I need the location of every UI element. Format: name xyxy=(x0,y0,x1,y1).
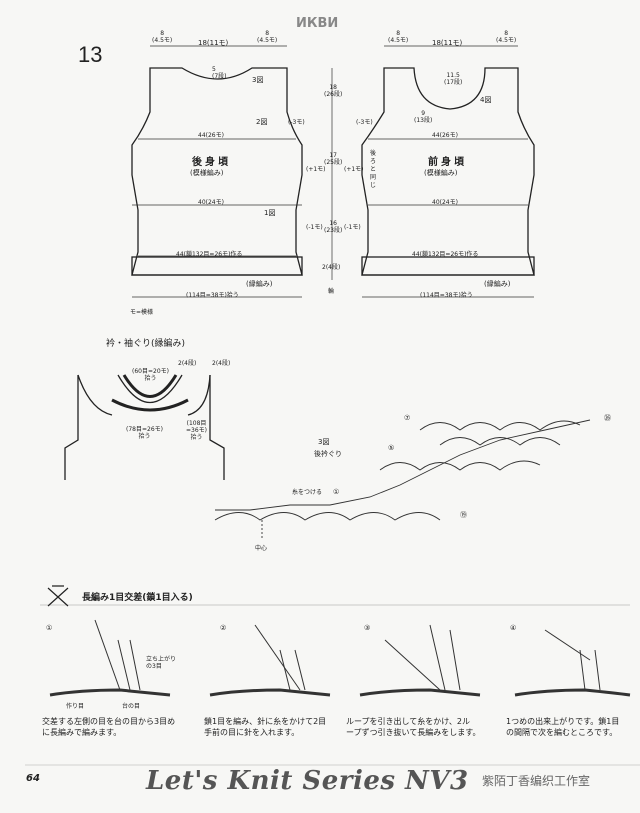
back-bodice-name: 後身頃 xyxy=(192,157,231,168)
front-neck-depth: 11.5 (17段) xyxy=(444,72,463,86)
header-watermark: ИКВИ xyxy=(296,16,339,31)
credit-watermark: 紫陌丁香编织工作室 xyxy=(482,774,591,788)
back-bodice-outline xyxy=(131,67,303,276)
front-top-right-dim: 8 (4.5モ) xyxy=(496,30,517,44)
back-width44: 44(26モ) xyxy=(198,132,224,139)
neck-rows-a: 2(4段) xyxy=(178,360,197,367)
front-bodice-stitch: (模様編み) xyxy=(424,169,458,177)
step3-text: ループを引き出して糸をかけ、2ル ープずつ引き抜いて長編みをします。 xyxy=(346,717,481,737)
front-dec3: (-3モ) xyxy=(356,119,373,126)
back-base-chain: 44(鎖132目=26モ)作る xyxy=(176,251,243,258)
front-ref-back: 後ろと同じ xyxy=(370,150,377,189)
back-plus1: (+1モ) xyxy=(306,166,326,173)
back-dec3: (-3モ) xyxy=(288,119,305,126)
front-fig4-ref: 4図 xyxy=(480,96,492,104)
step1-text: 交差する左側の目を台の目から3目め に長編みで編みます。 xyxy=(42,717,176,737)
crossed-dc-symbol-icon xyxy=(44,584,72,610)
back-neck-pickup: (78目=26モ) 拾う xyxy=(126,426,163,440)
front-width40: 40(24モ) xyxy=(432,199,458,206)
step4-num: ④ xyxy=(510,624,517,632)
front-edging-label: (縁編み) xyxy=(484,280,511,288)
back-bodice-stitch: (模様編み) xyxy=(190,169,224,177)
chart-row1: ① xyxy=(333,488,340,496)
neck-rows-b: 2(4段) xyxy=(212,360,231,367)
dim-2: 2(4段) xyxy=(322,264,341,271)
back-top-right-dim: 8 (4.5モ) xyxy=(257,30,278,44)
step1-label-b: 作り目 xyxy=(66,703,85,710)
back-fig3-ref: 3図 xyxy=(252,76,264,84)
front-base-chain: 44(鎖132目=26モ)作る xyxy=(412,251,479,258)
technique-title: 長編み1目交差(鎖1目入る) xyxy=(82,593,193,603)
front-bodice-name: 前身頃 xyxy=(428,157,467,168)
back-neck-depth: 5 (7段) xyxy=(212,66,227,80)
legend-mo: モ=模様 xyxy=(130,309,154,316)
neck-armhole-outline xyxy=(64,374,225,480)
back-edging-label: (縁編み) xyxy=(246,280,273,288)
chart-title: 3図 xyxy=(318,438,330,446)
chart-yarn-attach: 糸をつける xyxy=(292,489,323,496)
step2-num: ② xyxy=(220,624,227,632)
front-bodice-outline xyxy=(361,67,535,276)
front-width44: 44(26モ) xyxy=(432,132,458,139)
step4-text: 1つめの出来上がりです。鎖1目 の間隔で次を編むところです。 xyxy=(506,717,620,737)
front-neck-small: 9 (13段) xyxy=(414,110,433,124)
step1-label-a: 立ち上がり の3目 xyxy=(146,656,177,670)
pattern-number: 13 xyxy=(78,42,103,67)
technique-illustrations xyxy=(49,619,631,697)
back-fig2-ref: 2図 xyxy=(256,118,268,126)
back-fig1-ref: 1図 xyxy=(264,209,276,217)
dim-18: 18 (26段) xyxy=(324,84,343,98)
ring-label: 輪 xyxy=(328,288,335,295)
chart-subtitle: 後衿ぐり xyxy=(314,450,342,458)
chart-row7: ⑦ xyxy=(404,414,411,422)
neck-pickup: (60目=20モ) 拾う xyxy=(132,368,169,382)
front-plus1: (+1モ) xyxy=(344,166,364,173)
front-top-mid-dim: 18(11モ) xyxy=(432,39,463,47)
back-pickup: (114目=38モ)拾う xyxy=(186,292,239,299)
dim-16: 16 (23段) xyxy=(324,220,343,234)
back-top-left-dim: 8 (4.5モ) xyxy=(152,30,173,44)
armhole-pickup: (108目 =36モ) 拾う xyxy=(186,420,208,441)
back-top-mid-dim: 18(11モ) xyxy=(198,39,229,47)
step2-text: 鎖1目を編み、針に糸をかけて2目 手前の目に針を入れます。 xyxy=(204,717,327,737)
chart-center: 中心 xyxy=(255,545,268,552)
front-top-left-dim: 8 (4.5モ) xyxy=(388,30,409,44)
back-minus1: (-1モ) xyxy=(306,224,323,231)
crochet-chart xyxy=(214,419,591,540)
chart-row5: ⑤ xyxy=(388,444,395,452)
front-pickup: (114目=38モ)拾う xyxy=(420,292,473,299)
series-title: Let's Knit Series NV3 xyxy=(146,766,469,796)
page-number: 64 xyxy=(26,773,40,784)
step3-num: ③ xyxy=(364,624,371,632)
chart-row19: ⑲ xyxy=(460,511,467,519)
chart-row26: ㉖ xyxy=(604,414,611,422)
step1-num: ① xyxy=(46,624,53,632)
back-width40: 40(24モ) xyxy=(198,199,224,206)
neck-armhole-title: 衿・袖ぐり(縁編み) xyxy=(106,339,186,349)
dim-17: 17 (25段) xyxy=(324,152,343,166)
step1-label-c: 台の目 xyxy=(122,703,141,710)
front-minus1: (-1モ) xyxy=(344,224,361,231)
